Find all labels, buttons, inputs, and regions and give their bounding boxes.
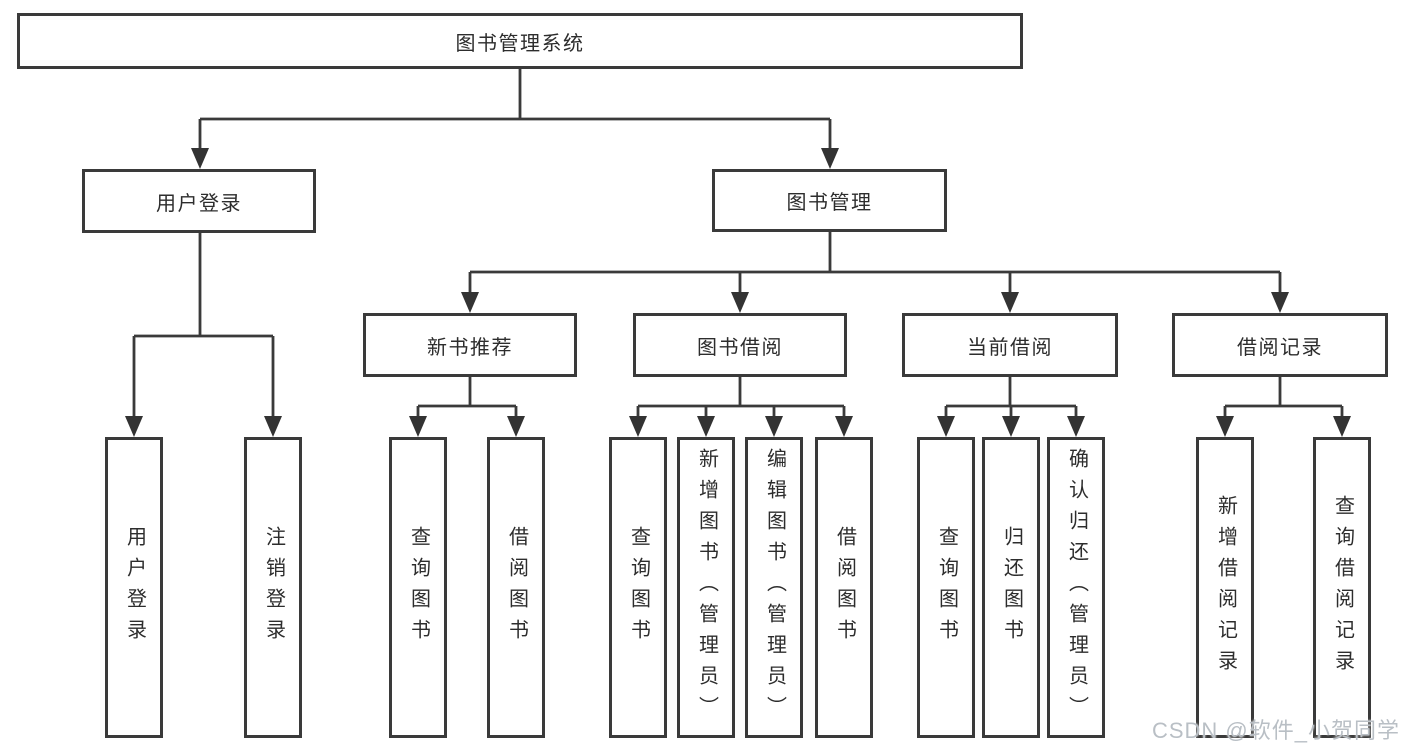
- leaf-label: 查询图书: [627, 525, 650, 650]
- node-label: 新书推荐: [427, 336, 513, 359]
- arrowheads: [125, 148, 1351, 437]
- leaf-label: 用户登录: [123, 525, 146, 650]
- leaf-cb-confirm-return: 确认归还（管理员）: [1047, 437, 1105, 738]
- leaf-cb-query-books: 查询图书: [917, 437, 975, 738]
- connector-path: [132, 69, 1344, 420]
- leaf-bb-borrow-books: 借阅图书: [815, 437, 873, 738]
- leaf-label: 查询借阅记录: [1331, 494, 1354, 681]
- node-library-management-system: 图书管理系统: [17, 13, 1023, 69]
- leaf-label: 查询图书: [935, 525, 958, 650]
- node-new-book-recommend: 新书推荐: [363, 313, 577, 377]
- leaf-label: 借阅图书: [505, 525, 528, 650]
- leaf-label: 借阅图书: [833, 525, 856, 650]
- leaf-label: 归还图书: [1000, 525, 1023, 650]
- node-label: 用户登录: [156, 192, 242, 215]
- leaf-cb-return-books: 归还图书: [982, 437, 1040, 738]
- csdn-watermark: CSDN @软件_小贺同学: [1151, 718, 1400, 743]
- leaf-label: 注销登录: [262, 525, 285, 650]
- node-current-borrow: 当前借阅: [902, 313, 1118, 377]
- leaf-br-query-record: 查询借阅记录: [1313, 437, 1371, 738]
- leaf-logout: 注销登录: [244, 437, 302, 738]
- leaf-nb-query-books: 查询图书: [389, 437, 447, 738]
- leaf-label: 查询图书: [407, 525, 430, 650]
- leaf-label: 确认归还（管理员）: [1065, 448, 1088, 727]
- node-label: 当前借阅: [967, 336, 1053, 359]
- leaf-label: 新增图书（管理员）: [695, 448, 718, 727]
- node-label: 图书管理系统: [455, 32, 585, 55]
- leaf-label: 编辑图书（管理员）: [763, 448, 786, 727]
- leaf-bb-add-books: 新增图书（管理员）: [677, 437, 735, 738]
- leaf-user-login: 用户登录: [105, 437, 163, 738]
- leaf-bb-edit-books: 编辑图书（管理员）: [745, 437, 803, 738]
- node-label: 图书借阅: [697, 336, 783, 359]
- node-user-login: 用户登录: [82, 169, 316, 233]
- leaf-label: 新增借阅记录: [1214, 494, 1237, 681]
- node-label: 图书管理: [786, 192, 873, 214]
- leaf-br-add-record: 新增借阅记录: [1196, 437, 1254, 738]
- node-borrow-records: 借阅记录: [1172, 313, 1388, 377]
- node-book-borrow: 图书借阅: [633, 313, 847, 377]
- leaf-bb-query-books: 查询图书: [609, 437, 667, 738]
- node-label: 借阅记录: [1237, 336, 1323, 359]
- node-book-management: 图书管理: [712, 169, 947, 232]
- leaf-nb-borrow-books: 借阅图书: [487, 437, 545, 738]
